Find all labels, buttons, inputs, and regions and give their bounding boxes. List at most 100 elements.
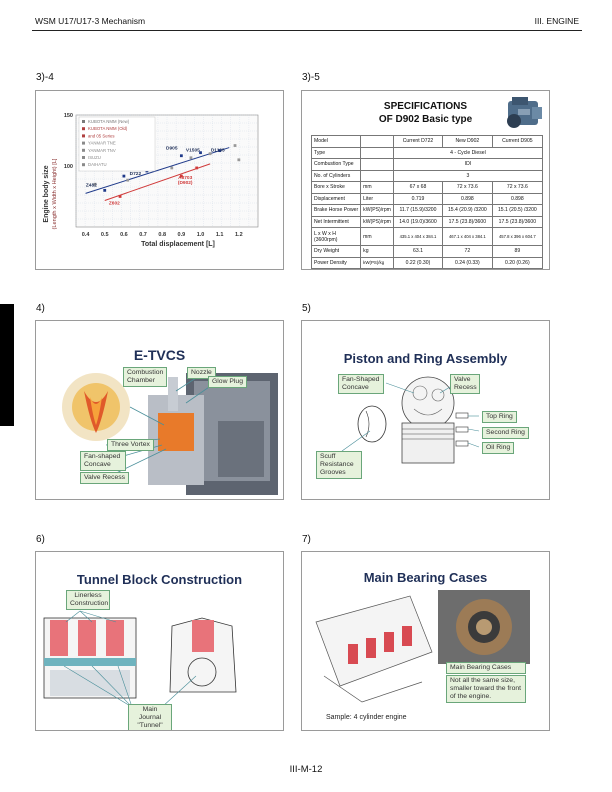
slide-piston-ring: Piston and Ring Assembly Fan-Shaped Conc… [301,320,550,500]
chart-annotation: D722 [130,171,142,177]
spec-type-row: Type 4 - Cycle Diesel [310,146,544,159]
chart-legend-label: YANMAR TNE [88,141,116,146]
callout-oil-ring: Oil Ring [482,442,515,454]
section-label-4: 4) [36,303,45,314]
chart-x-tick: 1.2 [235,232,243,238]
callout-main-journal: Main Journal "Tunnel" [128,704,172,730]
spec-row: Bore x Stroke mm 67 x 68 72 x 73.6 72 x … [310,181,544,194]
chart-legend-marker [82,141,85,145]
chart-x-tick: 0.4 [82,232,91,238]
chart-annotation: A8703 [178,175,192,181]
spec-head-row: Model Current D722 New D902 Current D905 [310,135,544,148]
chart-point [218,149,222,153]
displacement-chart: Engine body size (Length x Width x Heigh… [43,113,259,248]
chart-legend-label: and 05 Series [88,133,115,138]
chart-annotation: D905 [166,146,178,152]
chart-trend-line [85,147,230,194]
etvcs-illustration [62,373,278,495]
chart-legend-label: KUBOTA NMM (Old) [88,126,128,131]
chart-point [233,144,237,147]
chart-xlabel: Total displacement [L] [141,241,215,248]
spec-combustion-row: Combustion Type IDI [310,158,544,171]
chart-point [195,166,199,170]
spec-density-row: Power Density kW(PS)/kg 0.22 (0.30) 0.24… [310,256,544,269]
section-label-5: 5) [302,303,311,314]
section-label-3-4: 3)-4 [36,72,54,83]
bearing-sample-note: Sample: 4 cylinder engine [326,714,407,721]
callout-fan-shaped-concave: Fan-Shaped Concave [338,374,384,394]
chart-legend-marker [82,134,85,138]
callout-main-bearing-body: Not all the same size, smaller toward th… [446,675,526,703]
page-number: III-M-12 [289,764,323,775]
piston-title: Piston and Ring Assembly [343,351,508,366]
slide-main-bearing: Main Bearing Cases Main Bearing Cases No… [301,551,550,731]
chart-ylabel: Engine body size [43,165,50,222]
chart-point [179,174,183,178]
chart-legend-marker [82,127,85,131]
chart-point [122,174,126,178]
section-label-7: 7) [302,534,311,545]
chart-x-tick: 0.7 [139,232,147,238]
callout-valve-recess: Valve Recess [450,374,480,394]
spec-row: Net Intermittent kW(PS)/rpm 14.0 (19.0)/… [310,215,544,228]
chart-annotation: Z602 [109,201,120,207]
callout-top-ring: Top Ring [482,411,517,423]
callout-fan-shaped-concave: Fan-shaped Concave [80,451,126,471]
chart-legend-marker [82,148,85,152]
chart-legend-marker [82,156,85,159]
callout-glow-plug: Glow Plug [208,376,247,388]
chart-ylabel-sub: (Length x Width x Height) [L] [52,158,58,229]
chart-x-tick: 1.0 [197,232,205,238]
chart-legend-label: KUBOTA NMM (New) [88,119,130,124]
callout-scuff-grooves: Scuff Resistance Grooves [316,451,362,479]
chart-point [126,178,130,182]
spec-weight-row: Dry Weight kg 63.1 72 89 [310,245,544,258]
chart-trend-line [104,163,211,201]
chart-y-tick: 100 [64,164,73,170]
spec-cylinders-row: No. of Cylinders 3 [310,169,544,182]
side-tab [0,304,14,426]
chart-point [170,166,174,170]
spec-title-line2: OF D902 Basic type [378,114,473,125]
callout-main-bearing-head: Main Bearing Cases [446,662,526,674]
chart-point [103,188,107,192]
chart-point [93,182,97,186]
bearing-title: Main Bearing Cases [363,570,488,585]
tunnel-title: Tunnel Block Construction [76,572,243,587]
chart-x-tick: 0.6 [120,232,128,238]
engine-photo [507,97,542,128]
chart-x-tick: 1.1 [216,232,224,238]
callout-combustion-chamber: Combustion Chamber [123,367,167,387]
chart-legend-label: DAIHATU [88,162,107,167]
spec-row: Brake Horse Power kW(PS)/rpm 11.7 (15.9)… [310,204,544,217]
chart-annotation: D1105 [211,148,225,154]
piston-illustration [341,376,480,464]
chart-point [208,152,212,156]
slide-etvcs: E-TVCS Combustion Chamber Nozzle Glow Pl… [35,320,284,500]
spec-table: Model Current D722 New D902 Current D905… [310,135,544,269]
section-label-6: 6) [36,534,45,545]
header-rule [32,30,582,31]
chart-legend-label: YANMAR TNV [88,148,116,153]
chart-annotation: Z482 [86,182,97,188]
spec-dims-row: L x W x H (3600rpm) mm 435.1 x 404 x 384… [310,227,544,246]
chart-legend-box [78,116,156,172]
slide-displacement-chart: Engine body size (Length x Width x Heigh… [35,90,284,270]
section-label-3-5: 3)-5 [302,72,320,83]
header-right: III. ENGINE [534,16,579,26]
chart-legend-marker [82,120,85,123]
chart-point [179,154,183,158]
slide-tunnel-block: Tunnel Block Construction Linerless Cons… [35,551,284,731]
chart-y-tick: 150 [64,113,73,119]
chart-point [237,158,241,162]
callout-linerless: Linerless Construction [66,590,110,610]
callout-three-vortex: Three Vortex [107,439,154,451]
chart-annotation: V1505 [186,148,200,154]
tunnel-illustration [43,610,237,708]
chart-legend-label: ISUZU [88,155,101,160]
callout-second-ring: Second Ring [482,427,529,439]
chart-x-tick: 0.8 [158,232,166,238]
chart-point [199,151,202,155]
spec-title-line1: SPECIFICATIONS [383,101,468,112]
etvcs-title: E-TVCS [133,347,186,363]
